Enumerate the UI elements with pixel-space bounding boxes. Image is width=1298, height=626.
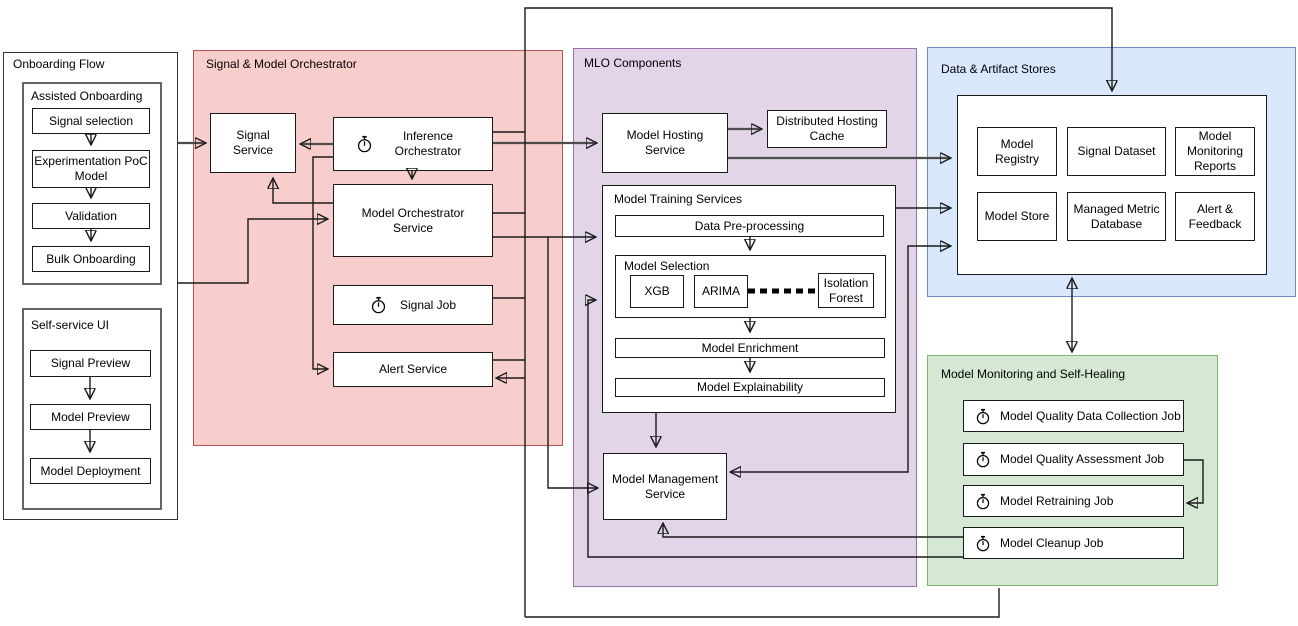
timer-icon bbox=[975, 535, 991, 552]
signal-selection-node: Signal selection bbox=[32, 108, 150, 134]
data-preprocessing-node: Data Pre-processing bbox=[615, 215, 884, 237]
signal-dataset-node: Signal Dataset bbox=[1067, 127, 1166, 176]
experimentation-poc-model-node: Experimentation PoC Model bbox=[32, 150, 150, 188]
model-quality-data-collection-job-node: Model Quality Data Collection Job bbox=[963, 400, 1184, 432]
alert-service-node: Alert Service bbox=[333, 352, 493, 387]
model-preview-node: Model Preview bbox=[30, 404, 151, 430]
model-training-services-title: Model Training Services bbox=[614, 192, 743, 206]
alert-feedback-node: Alert & Feedback bbox=[1175, 192, 1255, 241]
bulk-onboarding-node: Bulk Onboarding bbox=[32, 246, 150, 272]
isolation-forest-node: Isolation Forest bbox=[818, 273, 874, 308]
xgb-node: XGB bbox=[630, 275, 684, 308]
model-retraining-job-node: Model Retraining Job bbox=[963, 485, 1184, 517]
self-service-ui-title: Self-service UI bbox=[31, 318, 110, 332]
bus-bottom-to-monitoring bbox=[525, 588, 1000, 618]
model-enrichment-node: Model Enrichment bbox=[615, 338, 885, 358]
orchestrator-region-title: Signal & Model Orchestrator bbox=[206, 57, 357, 71]
model-monitoring-reports-node: Model Monitoring Reports bbox=[1175, 127, 1255, 176]
timer-icon bbox=[370, 296, 387, 314]
managed-metric-database-node: Managed Metric Database bbox=[1067, 192, 1166, 241]
model-registry-node: Model Registry bbox=[977, 127, 1057, 176]
model-explainability-node: Model Explainability bbox=[615, 378, 885, 397]
monitoring-region-title: Model Monitoring and Self-Healing bbox=[941, 367, 1126, 381]
model-management-service-node: Model Management Service bbox=[603, 453, 727, 520]
model-deployment-node: Model Deployment bbox=[30, 458, 151, 484]
model-cleanup-job-node: Model Cleanup Job bbox=[963, 527, 1184, 559]
model-orchestrator-service-node: Model Orchestrator Service bbox=[333, 184, 493, 257]
inference-orchestrator-node: Inference Orchestrator bbox=[333, 117, 493, 171]
stores-inner-container bbox=[957, 95, 1267, 275]
model-selection-title: Model Selection bbox=[624, 259, 710, 273]
onboarding-flow-title: Onboarding Flow bbox=[13, 57, 105, 71]
timer-icon bbox=[356, 135, 373, 153]
model-hosting-service-node: Model Hosting Service bbox=[602, 113, 728, 173]
distributed-hosting-cache-node: Distributed Hosting Cache bbox=[767, 110, 887, 148]
signal-service-node: Signal Service bbox=[210, 113, 296, 173]
timer-icon bbox=[975, 493, 991, 510]
timer-icon bbox=[975, 408, 991, 425]
validation-node: Validation bbox=[32, 203, 150, 229]
model-store-node: Model Store bbox=[977, 192, 1057, 241]
mlo-region-title: MLO Components bbox=[584, 56, 682, 70]
stores-region-title: Data & Artifact Stores bbox=[941, 62, 1056, 76]
signal-job-node: Signal Job bbox=[333, 285, 493, 325]
model-quality-assessment-job-node: Model Quality Assessment Job bbox=[963, 443, 1184, 476]
signal-preview-node: Signal Preview bbox=[30, 350, 151, 377]
timer-icon bbox=[975, 451, 991, 468]
arima-node: ARIMA bbox=[694, 275, 748, 308]
assisted-onboarding-title: Assisted Onboarding bbox=[31, 89, 143, 103]
